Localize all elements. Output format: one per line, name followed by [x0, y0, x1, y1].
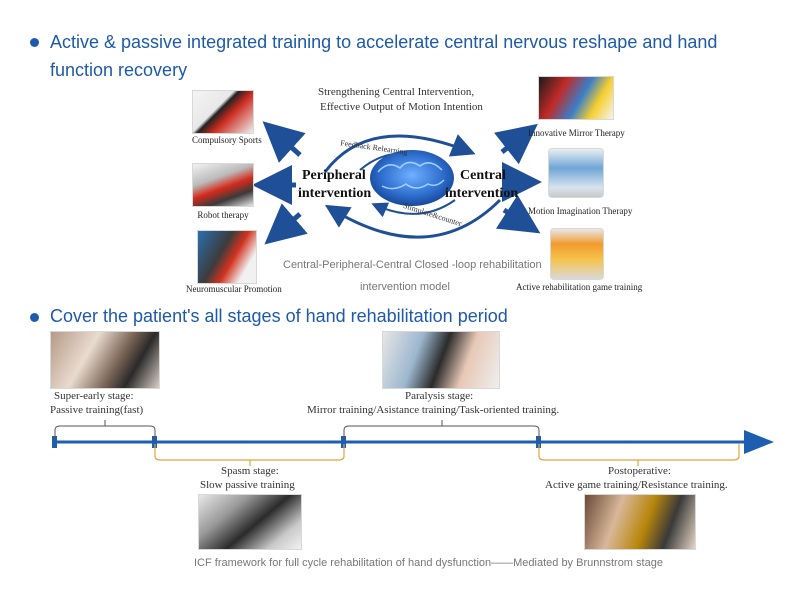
spasm-stage-photo	[198, 494, 302, 550]
paralysis-stage-photo	[382, 331, 500, 389]
postoperative-photo	[584, 494, 696, 550]
stage-timeline	[0, 420, 800, 480]
innovative-mirror-therapy-image	[538, 76, 614, 120]
timeline-arrowhead	[744, 430, 774, 454]
bracket-super-early	[55, 426, 155, 440]
super-early-stage-desc: Passive training(fast)	[50, 403, 143, 417]
top-caption-line1: Strengthening Central Intervention,	[318, 86, 474, 98]
bullet-icon	[30, 313, 39, 322]
bracket-paralysis	[344, 426, 539, 440]
compulsory-sports-image	[192, 90, 254, 134]
right-item-label-2: Active rehabilitation game training	[516, 282, 634, 292]
brain-icon	[370, 150, 454, 206]
model-caption-line2: intervention model	[360, 281, 450, 293]
peripheral-label-line2: intervention	[298, 186, 371, 202]
spasm-stage-desc: Slow passive training	[200, 478, 295, 492]
bracket-postoperative	[539, 444, 739, 460]
right-item-label-0: Innovative Mirror Therapy	[528, 128, 622, 138]
arrow-to-neuromuscular	[272, 214, 300, 238]
arrow-to-mirror	[502, 130, 530, 152]
super-early-stage-photo	[50, 331, 160, 389]
motion-imagination-therapy-image	[548, 148, 604, 198]
robot-therapy-image	[192, 163, 254, 207]
left-item-label-1: Robot therapy	[192, 210, 254, 220]
footer-caption: ICF framework for full cycle rehabilitat…	[194, 557, 663, 569]
super-early-stage-title: Super-early stage:	[54, 389, 134, 403]
bracket-spasm	[155, 444, 344, 460]
section2-heading: Cover the patient's all stages of hand r…	[50, 302, 508, 330]
central-label-line1: Central	[460, 168, 506, 184]
left-item-label-0: Compulsory Sports	[192, 135, 254, 145]
top-caption-line2: Effective Output of Motion Intention	[320, 101, 483, 113]
arrow-to-compulsory	[270, 128, 300, 155]
right-item-label-1: Motion Imagination Therapy	[528, 206, 622, 216]
paralysis-stage-desc: Mirror training/Asistance training/Task-…	[307, 403, 559, 417]
model-caption-line1: Central-Peripheral-Central Closed -loop …	[283, 259, 542, 271]
paralysis-stage-title: Paralysis stage:	[405, 389, 473, 403]
active-rehab-game-image	[550, 228, 604, 280]
left-item-label-2: Neuromuscular Promotion	[186, 284, 266, 294]
neuromuscular-promotion-image	[197, 230, 257, 284]
central-label-line2: intervention	[445, 186, 518, 202]
peripheral-label-line1: Peripheral	[302, 168, 366, 184]
postoperative-desc: Active game training/Resistance training…	[545, 478, 728, 492]
